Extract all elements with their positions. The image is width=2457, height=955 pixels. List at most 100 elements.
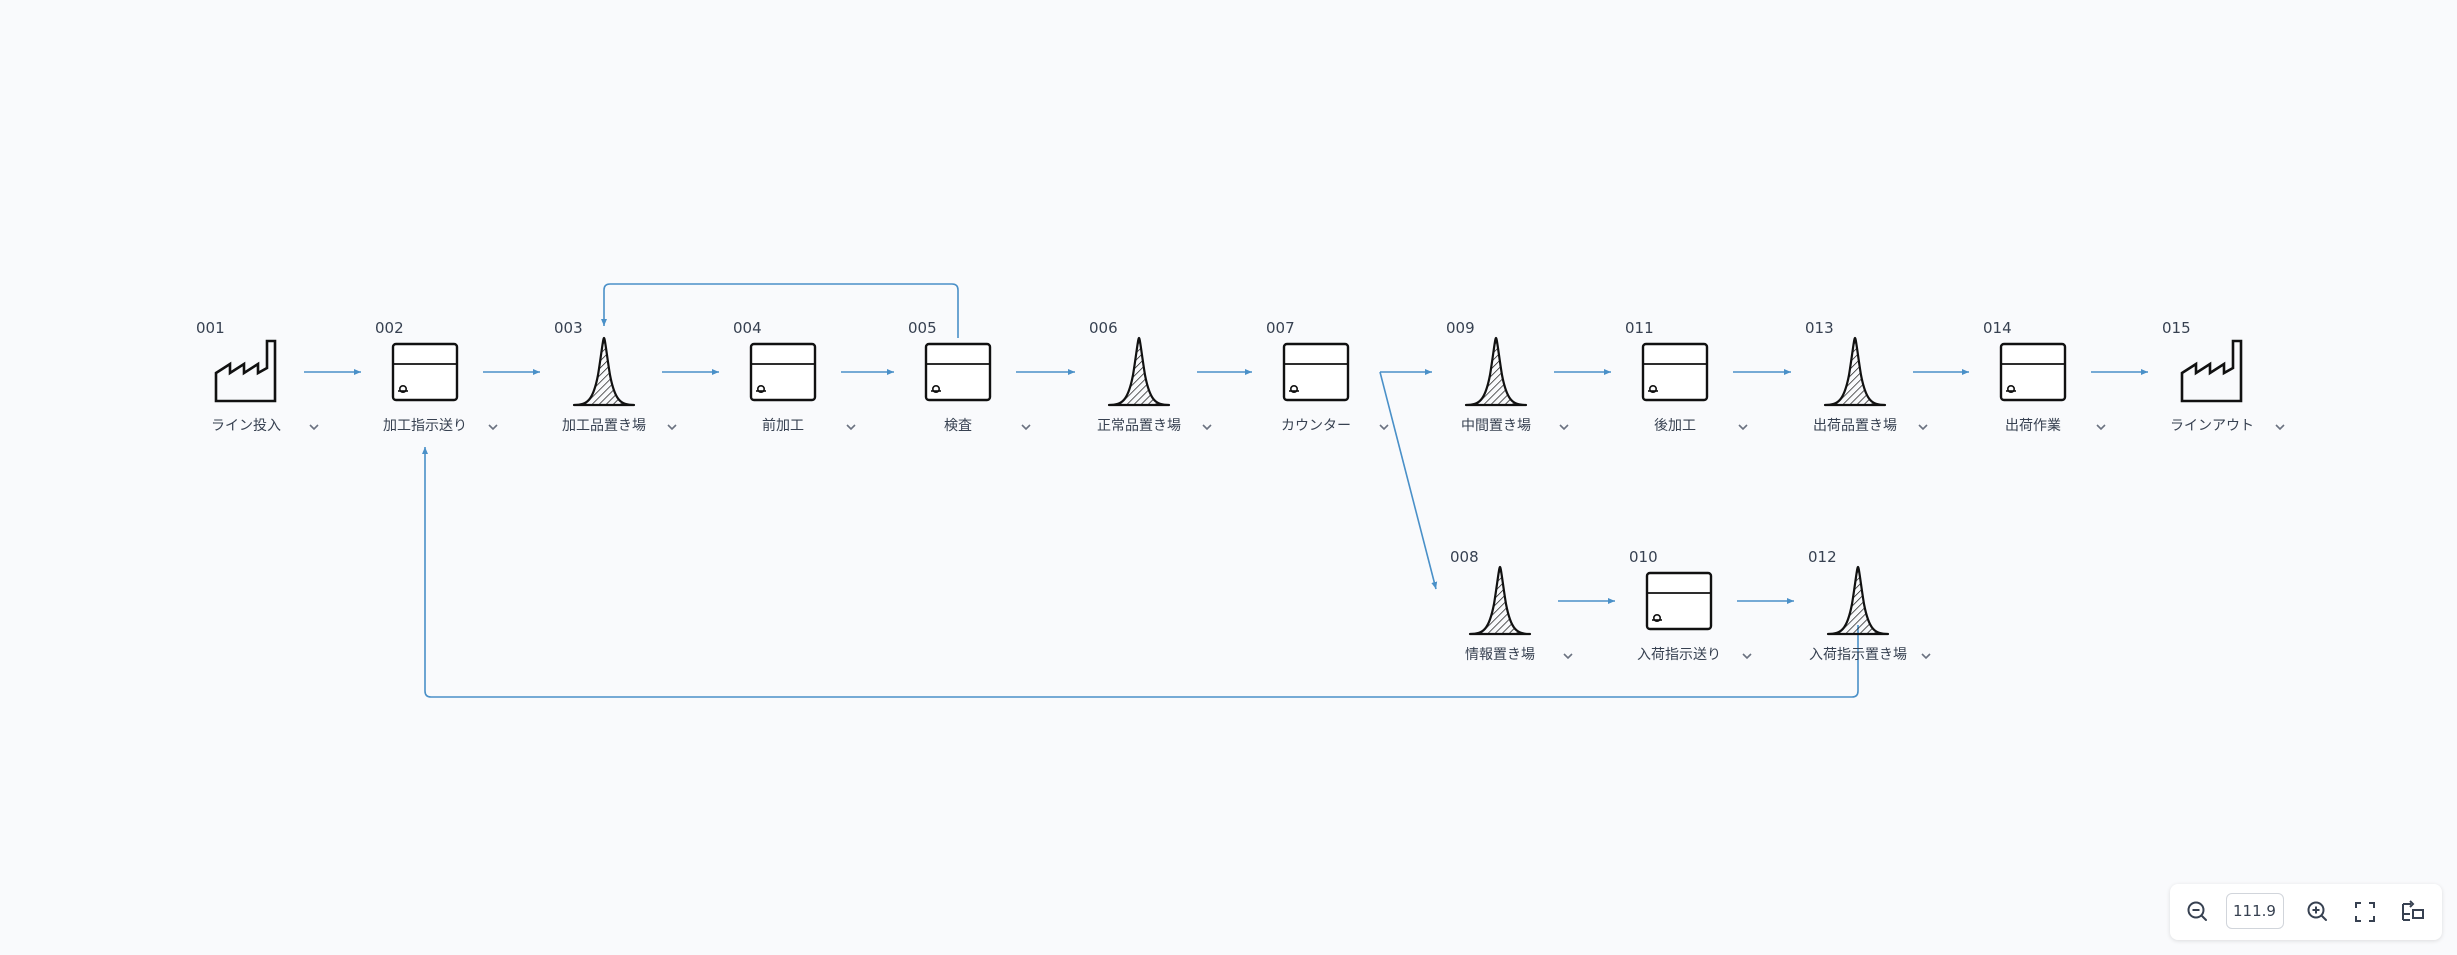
process-box-icon xyxy=(391,342,459,402)
node-code: 010 xyxy=(1629,548,1658,566)
chevron-down-icon xyxy=(1742,653,1752,660)
flow-node-010[interactable]: 010 入荷指示送り xyxy=(1629,548,1789,678)
zoom-toolbar xyxy=(2170,884,2442,940)
node-code: 004 xyxy=(733,319,762,337)
edge-005-003 xyxy=(601,283,959,338)
chevron-down-icon xyxy=(1379,424,1389,431)
node-label: 中間置き場 xyxy=(1461,418,1531,434)
zoom-in-button[interactable] xyxy=(2303,897,2333,927)
process-box-icon xyxy=(1999,342,2067,402)
zoom-out-button[interactable] xyxy=(2183,897,2213,927)
factory-icon xyxy=(214,339,277,403)
node-menu-toggle[interactable] xyxy=(2091,417,2111,437)
chevron-down-icon xyxy=(2275,424,2285,431)
node-icon-process xyxy=(1640,335,1710,407)
inventory-icon xyxy=(1823,336,1887,407)
chevron-down-icon xyxy=(488,424,498,431)
chevron-down-icon xyxy=(309,424,319,431)
node-label: 検査 xyxy=(944,418,972,434)
node-icon-process xyxy=(1644,564,1714,636)
inventory-icon xyxy=(1107,336,1171,407)
node-icon-process xyxy=(923,335,993,407)
node-icon-process xyxy=(1998,335,2068,407)
node-menu-toggle[interactable] xyxy=(1374,417,1394,437)
node-menu-toggle[interactable] xyxy=(1554,417,1574,437)
node-code: 008 xyxy=(1450,548,1479,566)
node-icon-inventory xyxy=(1104,335,1174,407)
chevron-down-icon xyxy=(667,424,677,431)
node-code: 002 xyxy=(375,319,404,337)
node-menu-toggle[interactable] xyxy=(662,417,682,437)
node-label: カウンター xyxy=(1281,418,1351,434)
factory-icon xyxy=(2180,339,2243,403)
node-icon-inventory xyxy=(1820,335,1890,407)
node-code: 006 xyxy=(1089,319,1118,337)
flow-node-012[interactable]: 012 入荷指示置き場 xyxy=(1808,548,1968,678)
node-menu-toggle[interactable] xyxy=(1197,417,1217,437)
node-menu-toggle[interactable] xyxy=(1737,646,1757,666)
chevron-down-icon xyxy=(1202,424,1212,431)
node-menu-toggle[interactable] xyxy=(1558,646,1578,666)
node-label: 情報置き場 xyxy=(1465,647,1535,663)
process-box-icon xyxy=(1645,571,1713,631)
node-menu-toggle[interactable] xyxy=(1733,417,1753,437)
inventory-icon xyxy=(1464,336,1528,407)
chevron-down-icon xyxy=(1559,424,1569,431)
flow-node-003[interactable]: 003 加工品置き場 xyxy=(554,319,714,449)
inventory-icon xyxy=(572,336,636,407)
node-label: 入荷指示置き場 xyxy=(1809,647,1907,663)
node-code: 012 xyxy=(1808,548,1837,566)
node-code: 015 xyxy=(2162,319,2191,337)
node-label: 出荷品置き場 xyxy=(1813,418,1897,434)
flow-node-009[interactable]: 009 中間置き場 xyxy=(1446,319,1606,449)
flow-node-013[interactable]: 013 出荷品置き場 xyxy=(1805,319,1965,449)
node-code: 013 xyxy=(1805,319,1834,337)
node-icon-process xyxy=(390,335,460,407)
node-menu-toggle[interactable] xyxy=(304,417,324,437)
process-box-icon xyxy=(749,342,817,402)
process-box-icon xyxy=(1641,342,1709,402)
node-label: 入荷指示送り xyxy=(1637,647,1721,663)
node-code: 009 xyxy=(1446,319,1475,337)
node-code: 001 xyxy=(196,319,225,337)
inventory-icon xyxy=(1826,565,1890,636)
layout-icon xyxy=(2402,900,2424,921)
node-label: 加工品置き場 xyxy=(562,418,646,434)
fullscreen-icon xyxy=(2355,902,2375,922)
node-menu-toggle[interactable] xyxy=(1913,417,1933,437)
node-menu-toggle[interactable] xyxy=(2270,417,2290,437)
node-menu-toggle[interactable] xyxy=(483,417,503,437)
node-menu-toggle[interactable] xyxy=(1016,417,1036,437)
inventory-icon xyxy=(1468,565,1532,636)
chevron-down-icon xyxy=(1918,424,1928,431)
node-menu-toggle[interactable] xyxy=(841,417,861,437)
node-code: 014 xyxy=(1983,319,2012,337)
node-icon-inventory xyxy=(1823,564,1893,636)
zoom-level-input[interactable] xyxy=(2226,893,2284,929)
zoom-in-icon xyxy=(2307,901,2327,921)
fit-view-button[interactable] xyxy=(2350,897,2380,927)
node-icon-inventory xyxy=(1461,335,1531,407)
node-icon-process xyxy=(1281,335,1351,407)
node-icon-factory xyxy=(2177,335,2247,407)
chevron-down-icon xyxy=(2096,424,2106,431)
node-code: 003 xyxy=(554,319,583,337)
flow-node-008[interactable]: 008 情報置き場 xyxy=(1450,548,1610,678)
process-box-icon xyxy=(1282,342,1350,402)
node-menu-toggle[interactable] xyxy=(1916,646,1936,666)
auto-layout-button[interactable] xyxy=(2398,897,2428,927)
node-label: 後加工 xyxy=(1654,418,1696,434)
chevron-down-icon xyxy=(1738,424,1748,431)
chevron-down-icon xyxy=(1921,653,1931,660)
